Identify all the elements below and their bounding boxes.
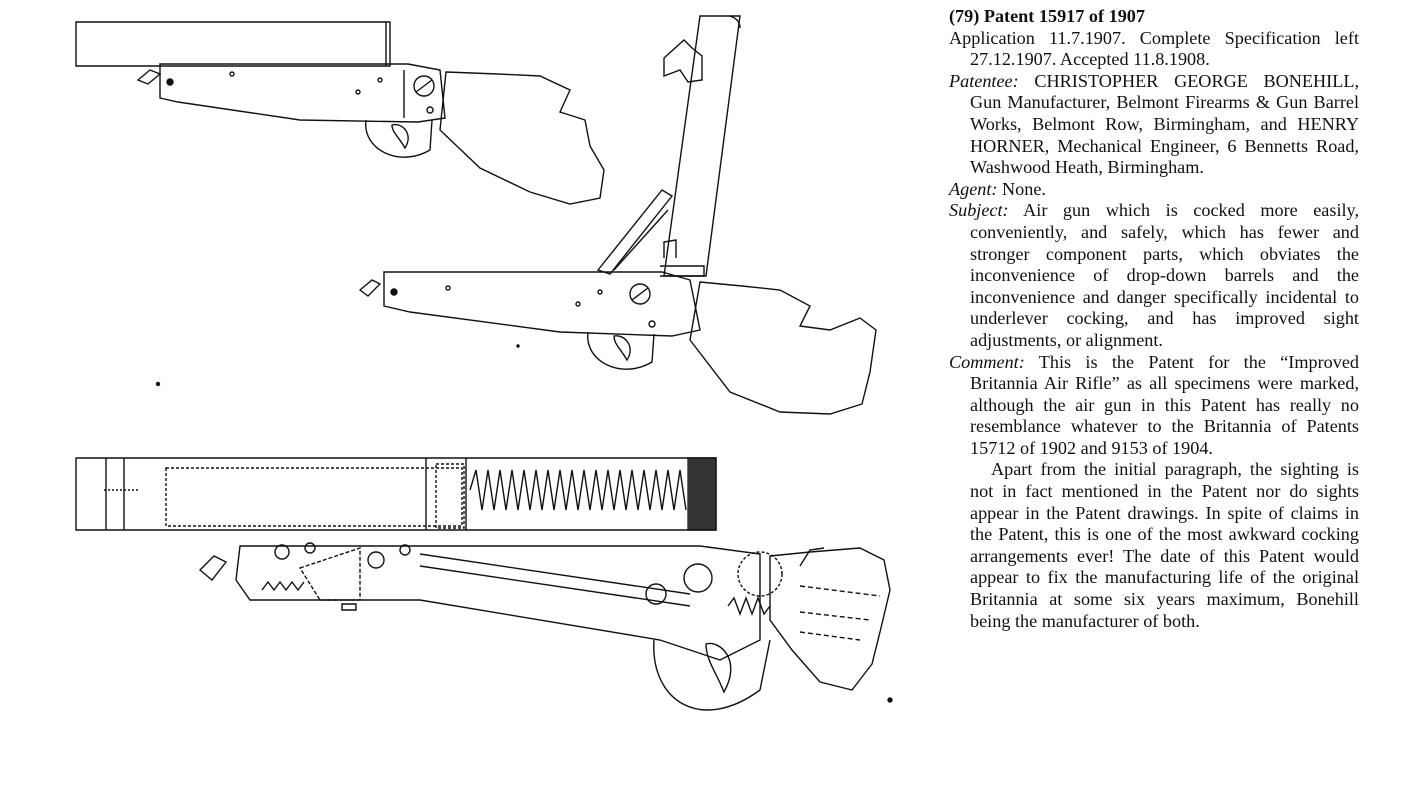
application-entry: Application 11.7.1907. Complete Specific… xyxy=(949,28,1359,71)
comment-entry: Comment: This is the Patent for the “Imp… xyxy=(949,352,1359,460)
patentee-text: CHRISTOPHER GEORGE BONEHILL, Gun Manufac… xyxy=(970,70,1359,178)
patent-title: (79) Patent 15917 of 1907 xyxy=(949,6,1145,26)
comment-paragraph-2: Apart from the initial paragraph, the si… xyxy=(970,459,1359,631)
figure-2-cocking-view xyxy=(360,16,876,414)
speck xyxy=(157,383,160,386)
figure-1-side-view xyxy=(76,22,604,204)
subject-label: Subject: xyxy=(949,200,1009,221)
comment-text: This is the Patent for the “Improved Bri… xyxy=(970,351,1359,458)
patent-drawings xyxy=(0,0,940,796)
speck xyxy=(517,345,519,347)
patent-text-column: (79) Patent 15917 of 1907 Application 11… xyxy=(949,6,1359,632)
agent-text: None. xyxy=(1002,178,1046,199)
agent-entry: Agent: None. xyxy=(949,179,1359,201)
subject-text: Air gun which is cocked more easily, con… xyxy=(970,200,1360,350)
comment-label: Comment: xyxy=(949,351,1025,372)
application-line-1: Application 11.7.1907. Complete xyxy=(949,27,1211,48)
figure-3-sectional-view xyxy=(76,458,892,710)
application-line-2: Specification left 27.12.1907. Accepted … xyxy=(970,27,1359,70)
patentee-entry: Patentee: CHRISTOPHER GEORGE BONEHILL, G… xyxy=(949,71,1359,179)
subject-entry: Subject: Air gun which is cocked more ea… xyxy=(949,200,1359,351)
patentee-label: Patentee: xyxy=(949,70,1019,91)
agent-label: Agent: xyxy=(949,178,998,199)
